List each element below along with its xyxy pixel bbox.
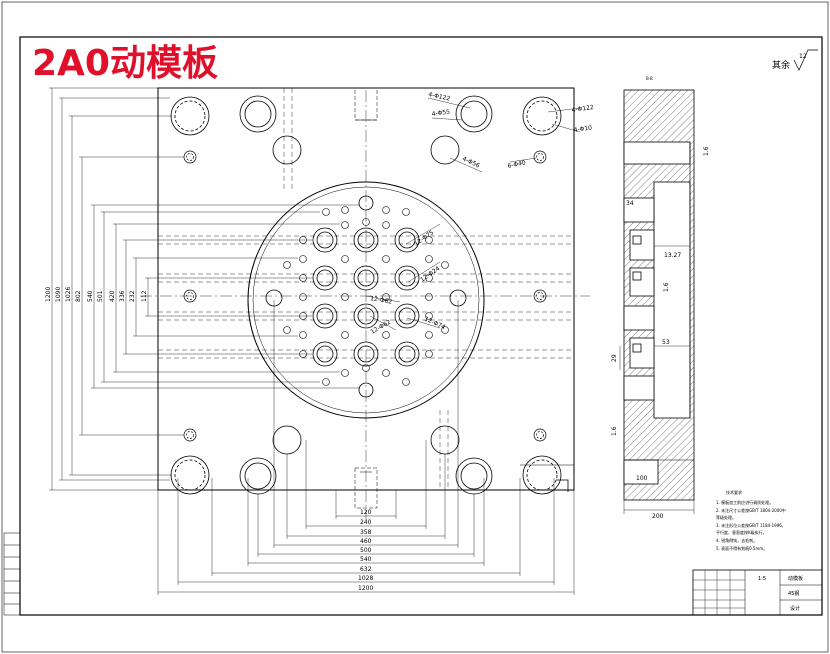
callout-3: 4-Φ10 — [573, 124, 592, 134]
section-dim-100: 100 — [636, 475, 648, 482]
section-dim-lines — [619, 245, 695, 514]
title-block — [692, 569, 823, 616]
roughness-general-value: 12 — [799, 53, 807, 60]
svg-text:336: 336 — [119, 290, 126, 302]
title-block-part-name: 动模板 — [788, 575, 803, 582]
section-dim-200: 200 — [652, 513, 664, 520]
section-view — [623, 89, 695, 501]
vertical-dim-labels: 1200 1090 1026 802 540 501 420 336 232 1… — [45, 287, 148, 302]
title-block-material: 45钢 — [788, 590, 799, 597]
vertical-dim-lines — [49, 87, 360, 491]
svg-text:3. 未注形位公差按GB/T 1184-1996，: 3. 未注形位公差按GB/T 1184-1996， — [716, 522, 786, 528]
roughness-general-label: 其余 — [772, 59, 790, 71]
svg-text:4. 锐角倒钝，去毛刺。: 4. 锐角倒钝，去毛刺。 — [716, 537, 757, 543]
callout-leaders — [365, 97, 581, 331]
title-block-school: 设计 — [790, 605, 800, 612]
callout-5: 6-Φ40 — [507, 159, 527, 170]
svg-text:5. 表面不得有划痕0.5mm。: 5. 表面不得有划痕0.5mm。 — [716, 545, 767, 551]
guide-holes — [170, 95, 562, 495]
title-block-scale: 1:5 — [758, 576, 766, 582]
hdim-460: 460 — [360, 538, 372, 545]
side-strip — [3, 532, 21, 616]
svg-text:540: 540 — [87, 290, 94, 302]
svg-text:232: 232 — [129, 290, 136, 302]
technical-notes: 技术要求 1. 模板加工前应进行调质处理。 2. 未注尺寸公差按GB/T 180… — [716, 489, 786, 551]
svg-text:平行度、垂直度按K级执行。: 平行度、垂直度按K级执行。 — [716, 529, 767, 535]
svg-text:1. 模板加工前应进行调质处理。: 1. 模板加工前应进行调质处理。 — [716, 499, 773, 505]
section-label: B-B — [646, 76, 653, 81]
hdim-120: 120 — [360, 509, 372, 516]
svg-text:1026: 1026 — [65, 287, 72, 302]
inner-frame — [19, 36, 823, 616]
hdim-540: 540 — [360, 556, 372, 563]
callout-1: 4-Φ55 — [431, 108, 450, 118]
svg-text:420: 420 — [109, 290, 116, 302]
svg-text:等级处理。: 等级处理。 — [716, 514, 736, 520]
svg-text:802: 802 — [75, 290, 82, 302]
section-dim-1327: 13.27 — [664, 252, 681, 259]
svg-text:1090: 1090 — [55, 287, 62, 302]
section-dim-29: 29 — [611, 354, 618, 362]
callout-8: 12-Φ62 — [370, 295, 393, 306]
section-roughness-2: 1.6 — [611, 426, 618, 436]
plan-view — [140, 87, 590, 520]
svg-text:技术要求: 技术要求 — [726, 489, 742, 495]
section-dim-34: 34 — [626, 200, 634, 207]
hdim-358: 358 — [360, 529, 372, 536]
svg-text:112: 112 — [141, 290, 148, 302]
svg-text:1200: 1200 — [45, 287, 52, 302]
callout-0: 4-Φ122 — [428, 91, 451, 102]
svg-text:2. 未注尺寸公差按GB/T 1804-2000中: 2. 未注尺寸公差按GB/T 1804-2000中 — [716, 507, 786, 513]
hdim-240: 240 — [360, 519, 372, 526]
cavity-pattern — [265, 195, 467, 398]
section-roughness-1: 1.6 — [663, 282, 670, 292]
section-dim-53: 53 — [662, 339, 670, 346]
callout-10: 12-Φ74 — [423, 315, 446, 331]
hdim-500: 500 — [360, 547, 372, 554]
hdim-1200: 1200 — [358, 585, 373, 592]
roughness-symbol — [793, 49, 818, 71]
section-roughness-0: 1.6 — [703, 146, 710, 156]
svg-text:501: 501 — [97, 290, 104, 302]
hdim-632: 632 — [360, 566, 372, 573]
drawing-title: 2A0动模板 — [32, 43, 218, 84]
horizontal-dim-lines — [157, 300, 575, 595]
callout-2: 4-Φ122 — [571, 104, 594, 114]
callout-4: 4-Φ56 — [461, 155, 481, 169]
hdim-1028: 1028 — [358, 575, 373, 582]
